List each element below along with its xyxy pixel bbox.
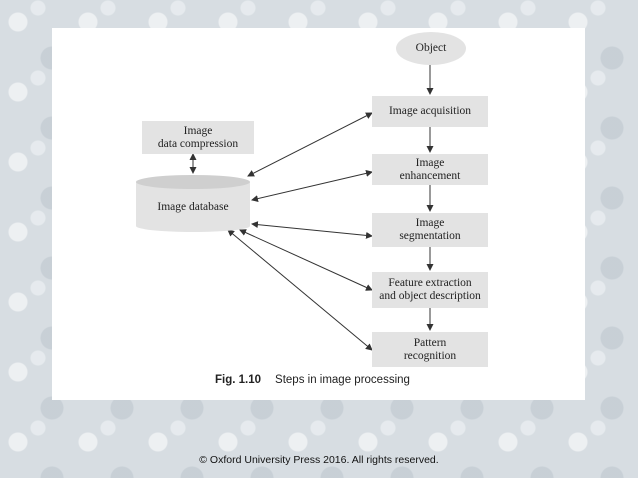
figure-caption-text: Steps in image processing bbox=[275, 374, 410, 386]
pattern-recognition-node: Pattern recognition bbox=[372, 332, 488, 367]
diagram-arrows bbox=[189, 65, 434, 351]
arrow-database-feature bbox=[239, 229, 373, 291]
image-database-label: Image database bbox=[157, 200, 229, 213]
figure-number: Fig. 1.10 bbox=[215, 374, 262, 386]
database-cylinder-top bbox=[136, 175, 250, 189]
image-enhancement-node: Image enhancement bbox=[372, 154, 488, 185]
object-node: Object bbox=[396, 32, 466, 65]
pattern-recognition-label-line-1: Pattern bbox=[413, 336, 447, 349]
data-compression-label-line-1: Image bbox=[183, 124, 213, 137]
object-label: Object bbox=[415, 42, 447, 54]
arrow-database-segmentation bbox=[251, 221, 373, 239]
arrow-database-recognition bbox=[227, 229, 373, 351]
image-database-node: Image database bbox=[136, 182, 250, 232]
image-segmentation-label-line-1: Image bbox=[415, 217, 445, 229]
data-compression-node: Image data compression bbox=[142, 121, 254, 154]
image-enhancement-label-line-2: enhancement bbox=[399, 169, 461, 182]
arrow-database-acquisition bbox=[247, 112, 373, 177]
image-segmentation-node: Image segmentation bbox=[372, 213, 488, 247]
image-segmentation-label-line-2: segmentation bbox=[399, 230, 461, 242]
data-compression-label-line-2: data compression bbox=[157, 137, 239, 150]
image-acquisition-label: Image acquisition bbox=[388, 105, 472, 117]
arrow-database-enhancement bbox=[251, 169, 373, 203]
feature-extraction-label-line-1: Feature extraction bbox=[388, 277, 472, 289]
image-enhancement-label-line-1: Image bbox=[415, 156, 445, 169]
feature-extraction-label-line-2: and object description bbox=[379, 290, 481, 302]
diagram-panel: Object Image acquisition Image enhanceme… bbox=[52, 28, 585, 400]
feature-extraction-node: Feature extraction and object descriptio… bbox=[372, 272, 488, 308]
figure-caption: Fig. 1.10 Steps in image processing bbox=[215, 374, 410, 386]
pattern-recognition-label-line-2: recognition bbox=[403, 349, 457, 362]
image-acquisition-node: Image acquisition bbox=[372, 96, 488, 127]
copyright-footer: © Oxford University Press 2016. All righ… bbox=[199, 454, 439, 466]
